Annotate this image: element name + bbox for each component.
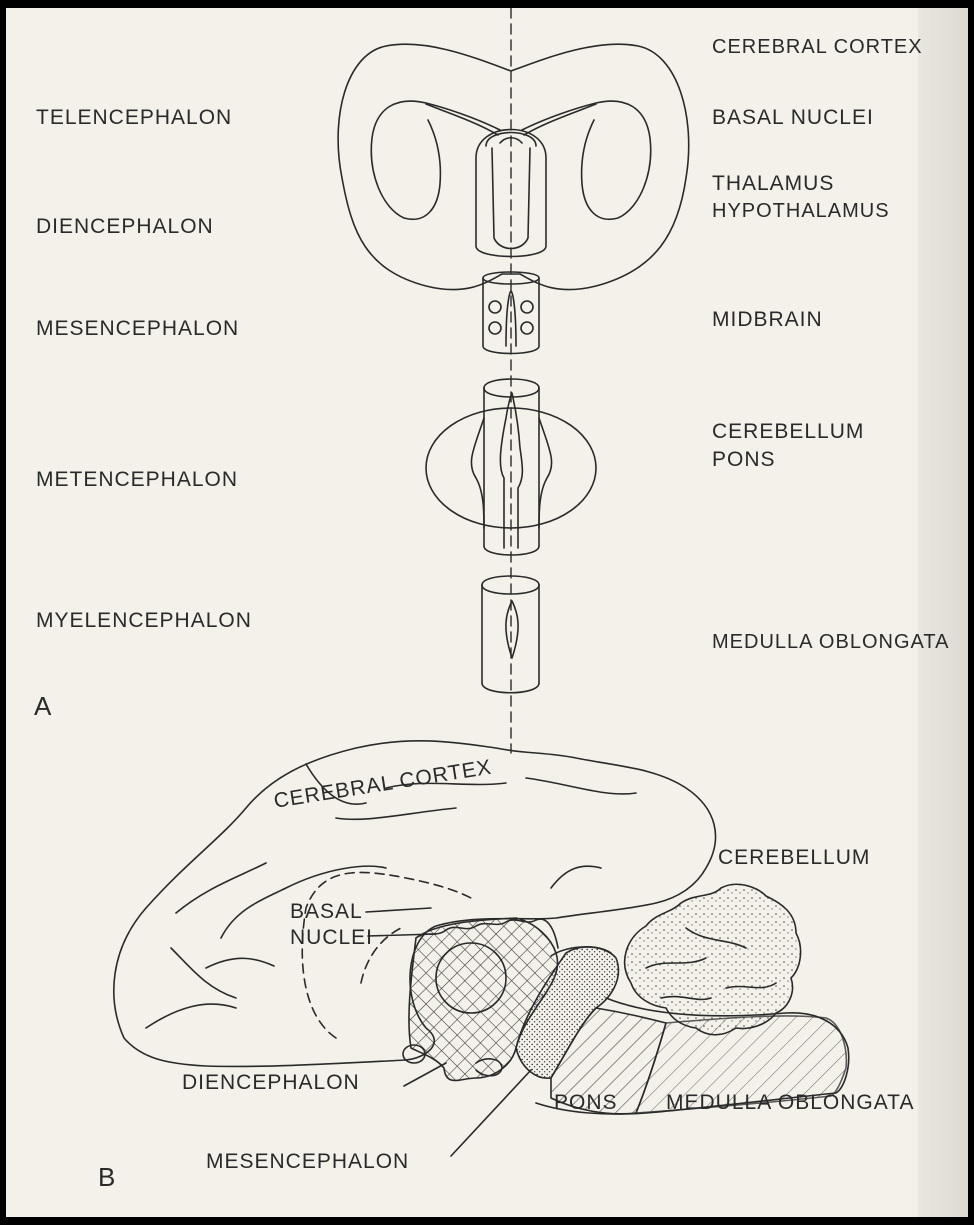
left-ventricle — [371, 101, 500, 219]
panel-a-letter: A — [34, 694, 51, 718]
label-basal-nuclei-a: BASAL NUCLEI — [712, 106, 874, 130]
label-myelencephalon: MYELENCEPHALON — [36, 609, 252, 633]
label-medulla-a: MEDULLA OBLONGATA — [712, 630, 949, 654]
label-diencephalon: DIENCEPHALON — [36, 215, 214, 239]
label-cerebral-cortex-a: CEREBRAL CORTEX — [712, 35, 923, 59]
label-telencephalon: TELENCEPHALON — [36, 106, 232, 130]
label-thalamus: THALAMUS — [712, 172, 834, 196]
label-metencephalon: METENCEPHALON — [36, 468, 238, 492]
right-ventricle — [522, 101, 651, 219]
label-pons-a: PONS — [712, 448, 776, 472]
label-mesencephalon-b: MESENCEPHALON — [206, 1150, 409, 1174]
label-pons-b: PONS — [554, 1091, 618, 1115]
label-cerebellum-a: CEREBELLUM — [712, 420, 864, 444]
label-midbrain: MIDBRAIN — [712, 308, 823, 332]
hemispheres-outline — [338, 44, 689, 289]
central-canal — [506, 601, 518, 658]
label-hypothalamus: HYPOTHALAMUS — [712, 199, 890, 223]
mesencephalon-leader — [451, 1070, 531, 1156]
label-diencephalon-b: DIENCEPHALON — [182, 1071, 360, 1095]
label-basal: BASAL — [290, 900, 363, 924]
textbook-page: TELENCEPHALON DIENCEPHALON MESENCEPHALON… — [6, 8, 968, 1217]
cerebellum-shape — [625, 884, 801, 1034]
label-nuclei: NUCLEI — [290, 926, 373, 950]
label-cerebellum-b: CEREBELLUM — [718, 846, 870, 870]
diencephalon-leader — [404, 1063, 446, 1086]
label-medulla-b: MEDULLA OBLONGATA — [666, 1091, 914, 1115]
label-mesencephalon: MESENCEPHALON — [36, 317, 239, 341]
panel-b-letter: B — [98, 1165, 115, 1189]
